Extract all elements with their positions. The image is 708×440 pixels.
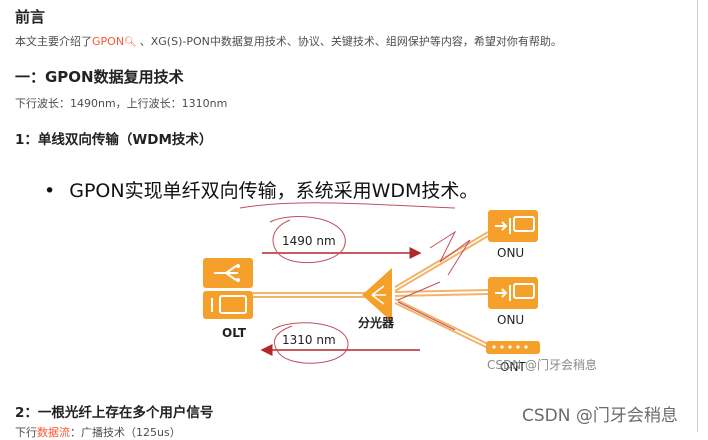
fiber-lines xyxy=(253,231,489,349)
wavelength-text: 下行波长：1490nm，上行波长：1310nm xyxy=(15,97,228,110)
scrollbar-edge xyxy=(697,0,698,432)
intro-text-before: 本文主要介绍了 xyxy=(15,35,92,48)
onu-icon-2 xyxy=(488,277,538,309)
section1-heading: 一：GPON数据复用技术 xyxy=(15,68,184,86)
cutoff-text-before: 下行 xyxy=(15,426,37,439)
page-watermark: CSDN @门牙会稍息 xyxy=(522,406,678,426)
onu-icon-1 xyxy=(488,210,538,242)
slide-watermark: CSDN @门牙会稍息 xyxy=(487,358,598,372)
intro-text-after: 、XG(S)-PON中数据复用技术、协议、关键技术、组网保护等内容，希望对你有帮… xyxy=(139,35,562,48)
handwritten-marks xyxy=(239,202,471,364)
data-stream-link[interactable]: 数据流 xyxy=(37,426,70,439)
splitter-icon xyxy=(362,268,392,322)
intro-paragraph: 本文主要介绍了GPON🔍︎、XG(S)-PON中数据复用技术、协议、关键技术、组… xyxy=(15,33,562,49)
upstream-label: 1310 nm xyxy=(282,333,336,347)
ont-icon xyxy=(486,341,540,354)
preface-heading: 前言 xyxy=(15,8,46,26)
bullet-dot: • xyxy=(44,180,56,202)
subsection2-heading: 2：一根光纤上存在多个用户信号 xyxy=(15,405,214,421)
subsection1-heading: 1：单线双向传输（WDM技术） xyxy=(15,132,213,148)
cutoff-text-after: ：广播技术（125us） xyxy=(70,426,181,439)
gpon-link[interactable]: GPON xyxy=(92,35,125,48)
slide-bullet: • GPON实现单纤双向传输，系统采用WDM技术。 xyxy=(44,176,478,203)
ont-label: ONT xyxy=(500,360,526,374)
downstream-label: 1490 nm xyxy=(282,234,336,248)
splitter-label: 分光器 xyxy=(358,316,395,330)
olt-label: OLT xyxy=(222,326,247,340)
onu-label-1: ONU xyxy=(497,246,525,260)
cutoff-paragraph: 下行数据流：广播技术（125us） xyxy=(15,424,181,440)
olt-icon xyxy=(203,258,253,319)
search-icon[interactable]: 🔍︎ xyxy=(124,37,137,48)
slide-bullet-text: GPON实现单纤双向传输，系统采用WDM技术。 xyxy=(69,180,479,202)
onu-label-2: ONU xyxy=(497,313,525,327)
